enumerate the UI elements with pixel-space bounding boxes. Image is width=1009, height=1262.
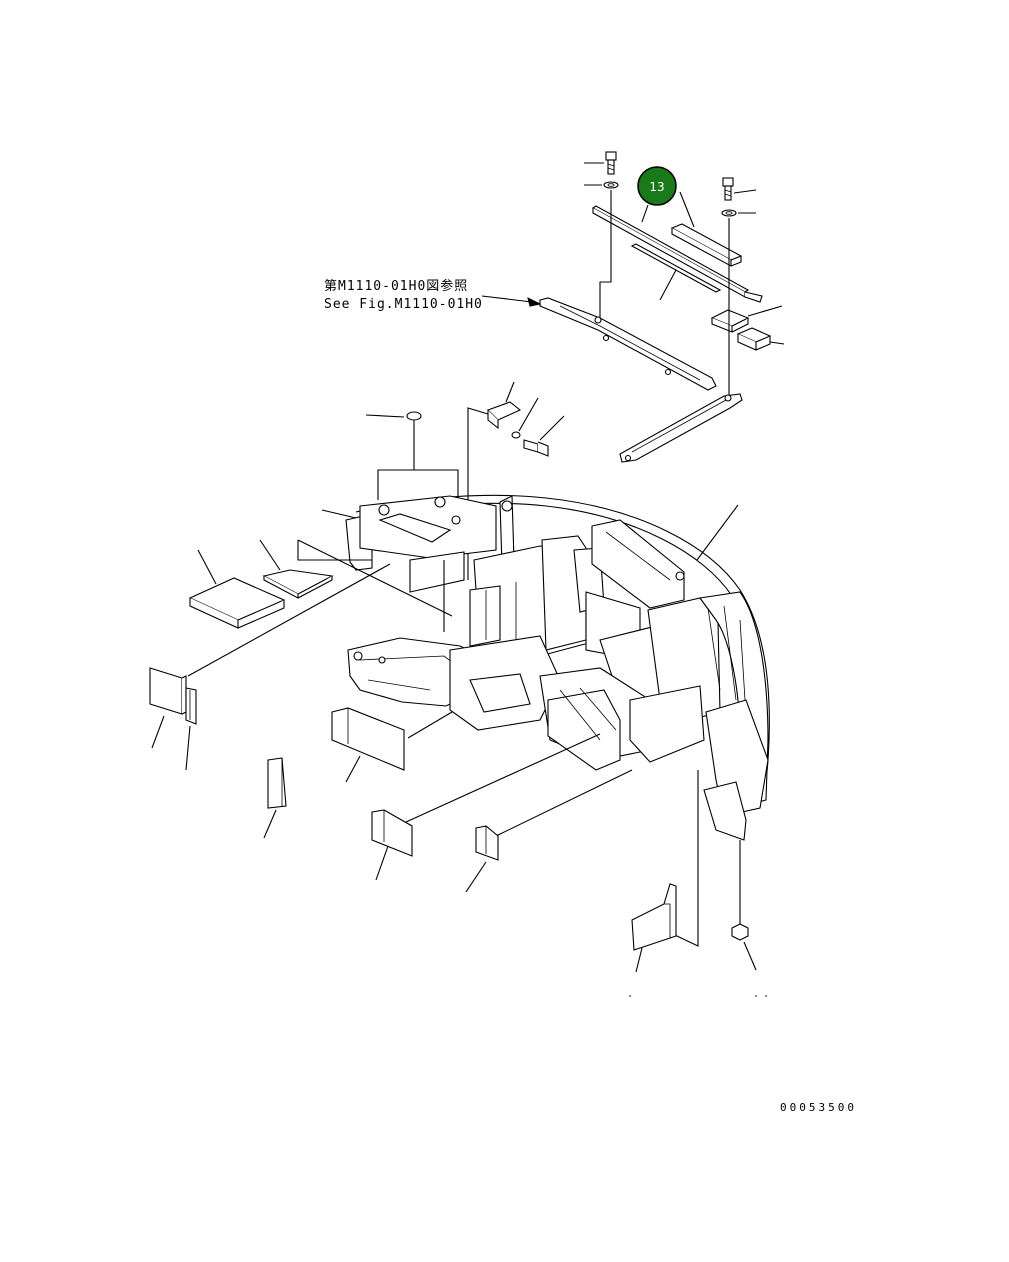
reference-note: 第M1110-01H0図参照 See Fig.M1110-01H0 (324, 278, 542, 312)
reference-note-jp: 第M1110-01H0図参照 (324, 278, 468, 294)
callout-13-label: 13 (649, 180, 664, 194)
bolt-left-top (584, 151, 617, 175)
insulation-panel-d (263, 757, 287, 839)
clip-block-a (710, 305, 783, 333)
thin-strip (630, 243, 722, 301)
insulation-panel-f (465, 825, 499, 893)
washer-mid (511, 397, 539, 439)
rail-pad (670, 191, 743, 267)
bracket-right (619, 393, 743, 463)
clip-block-b (736, 327, 785, 351)
callout-13[interactable]: 13 (637, 166, 677, 223)
insulation-panel-c (331, 707, 405, 783)
bolt-mid (523, 415, 565, 457)
reference-note-en: See Fig.M1110-01H0 (324, 297, 483, 312)
foam-pad-small (259, 539, 334, 599)
washer-right-top (721, 209, 756, 217)
insulation-panel-b (185, 687, 197, 771)
screw-top (365, 411, 459, 502)
insulation-panel-g (631, 883, 677, 973)
bolt-right-top (722, 177, 757, 201)
rail-strip-upper (591, 205, 763, 303)
callout-13-circle[interactable] (637, 166, 677, 206)
grommet-small (731, 923, 757, 971)
foam-pad-large (188, 549, 286, 629)
insulation-panel-a (149, 667, 187, 749)
bracket-left (539, 297, 717, 391)
drawing-number: 00053500 (780, 1101, 857, 1114)
washer-left-top (584, 181, 619, 189)
main-cover-body (345, 494, 770, 841)
insulation-panel-e (371, 809, 413, 881)
